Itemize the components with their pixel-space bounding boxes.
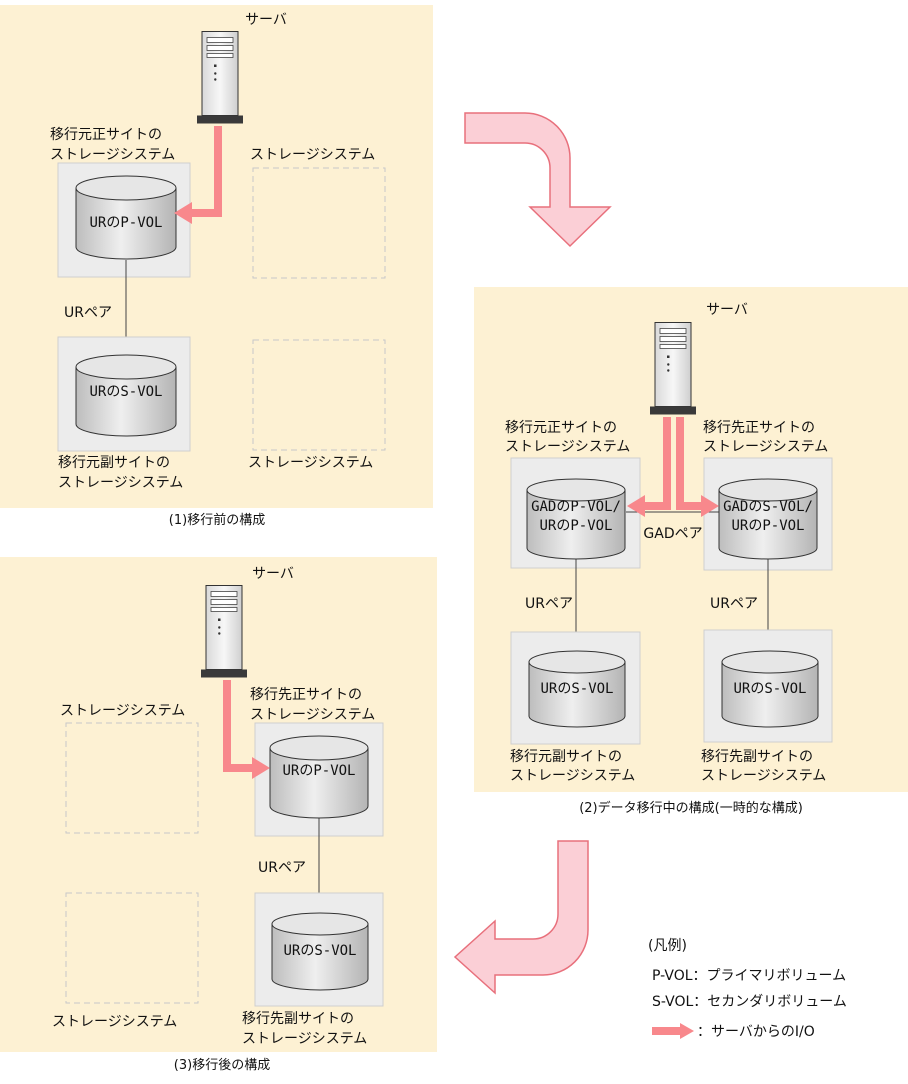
primary-site-label: ストレージシステム: [250, 707, 375, 723]
p-vol-cylinder: [269, 735, 369, 819]
flow-arrow-to-panel-2: [464, 112, 612, 248]
source-secondary-label: 移行元副サイトの: [510, 749, 622, 765]
secondary-site-label: 移行元副サイトの: [58, 455, 170, 471]
ur-pair-label: URペア: [64, 305, 112, 321]
placeholder-storage-label: ストレージシステム: [52, 1014, 177, 1030]
primary-site-label: 移行元正サイトの: [50, 127, 162, 143]
flow-arrow-to-panel-3: [453, 840, 589, 995]
panel-3-caption: (3)移行後の構成: [174, 1058, 270, 1073]
target-s-vol-cylinder: [721, 650, 819, 728]
placeholder-storage-box: [252, 167, 386, 279]
target-secondary-label: ストレージシステム: [701, 768, 826, 784]
io-arrow: [192, 126, 222, 217]
server-label: サーバ: [245, 12, 287, 28]
panel-2: サーバ 移行元正サイトの ストレージシステム 移行先正サイトの ストレージシステ…: [474, 287, 908, 792]
placeholder-storage-box: [65, 722, 199, 834]
server-icon: [650, 321, 696, 416]
primary-site-label: ストレージシステム: [50, 147, 175, 163]
io-arrow-to-target: [676, 417, 701, 510]
panel-3: サーバ 移行先正サイトの ストレージシステム ストレージシステム URペア UR…: [0, 557, 437, 1052]
legend: (凡例) P-VOL：プライマリボリューム S-VOL：セカンダリボリューム ：…: [648, 938, 847, 1040]
ur-pair-label-left: URペア: [525, 596, 573, 612]
p-vol-label: URのP-VOL: [282, 763, 355, 779]
ur-pair-label: URペア: [258, 860, 306, 876]
legend-title: (凡例): [648, 938, 687, 954]
legend-io: ：サーバからのI/O: [697, 1024, 815, 1040]
legend-io-arrow-head: [680, 1023, 694, 1039]
io-arrow-to-source: [645, 417, 671, 510]
panel-1-caption: (1)移行前の構成: [169, 512, 265, 528]
source-secondary-label: ストレージシステム: [510, 768, 635, 784]
secondary-site-label: 移行先副サイトの: [242, 1011, 354, 1027]
io-arrow: [223, 680, 252, 772]
s-vol-cylinder: [75, 354, 177, 437]
target-primary-label: 移行先正サイトの: [703, 420, 815, 436]
gad-p-vol-cylinder: [526, 478, 626, 560]
target-secondary-label: 移行先副サイトの: [701, 749, 813, 765]
source-s-vol-label: URのS-VOL: [540, 681, 613, 697]
server-icon: [197, 30, 243, 125]
server-icon: [201, 584, 247, 679]
io-arrow-head: [627, 495, 645, 517]
gad-s-vol-label: URのP-VOL: [731, 518, 804, 534]
placeholder-storage-label: ストレージシステム: [248, 455, 373, 471]
io-arrow-head: [174, 202, 192, 224]
legend-io-arrow-icon: [652, 1027, 680, 1035]
gad-p-vol-label: GADのP-VOL/: [531, 499, 621, 515]
source-s-vol-cylinder: [528, 650, 626, 728]
p-vol-cylinder: [75, 175, 177, 260]
s-vol-label: URのS-VOL: [283, 943, 356, 959]
io-arrow-head: [252, 757, 270, 779]
gad-s-vol-cylinder: [718, 478, 818, 560]
legend-p-vol: P-VOL：プライマリボリューム: [652, 968, 846, 984]
target-primary-label: ストレージシステム: [703, 439, 828, 455]
secondary-site-label: ストレージシステム: [242, 1031, 367, 1047]
panel-2-caption: (2)データ移行中の構成(一時的な構成): [579, 800, 803, 816]
io-arrow-head: [701, 495, 719, 517]
ur-pair-label-right: URペア: [710, 596, 758, 612]
gad-s-vol-label: GADのS-VOL/: [723, 499, 813, 515]
gad-p-vol-label: URのP-VOL: [539, 518, 612, 534]
placeholder-storage-label: ストレージシステム: [250, 147, 375, 163]
source-primary-label: ストレージシステム: [505, 439, 630, 455]
p-vol-label: URのP-VOL: [89, 215, 162, 231]
server-label: サーバ: [252, 566, 294, 582]
s-vol-cylinder: [271, 912, 369, 991]
placeholder-storage-box: [65, 892, 199, 1004]
primary-site-label: 移行先正サイトの: [250, 687, 362, 703]
target-s-vol-label: URのS-VOL: [733, 681, 806, 697]
panel-1: サーバ 移行元正サイトの ストレージシステム ストレージシステム URペア UR…: [0, 5, 433, 508]
legend-s-vol: S-VOL：セカンダリボリューム: [652, 994, 847, 1010]
gad-pair-label: GADペア: [643, 526, 702, 542]
server-label: サーバ: [706, 302, 748, 318]
placeholder-storage-box: [252, 339, 386, 451]
secondary-site-label: ストレージシステム: [58, 475, 183, 491]
placeholder-storage-label: ストレージシステム: [60, 703, 185, 719]
s-vol-label: URのS-VOL: [89, 384, 162, 400]
source-primary-label: 移行元正サイトの: [505, 420, 617, 436]
